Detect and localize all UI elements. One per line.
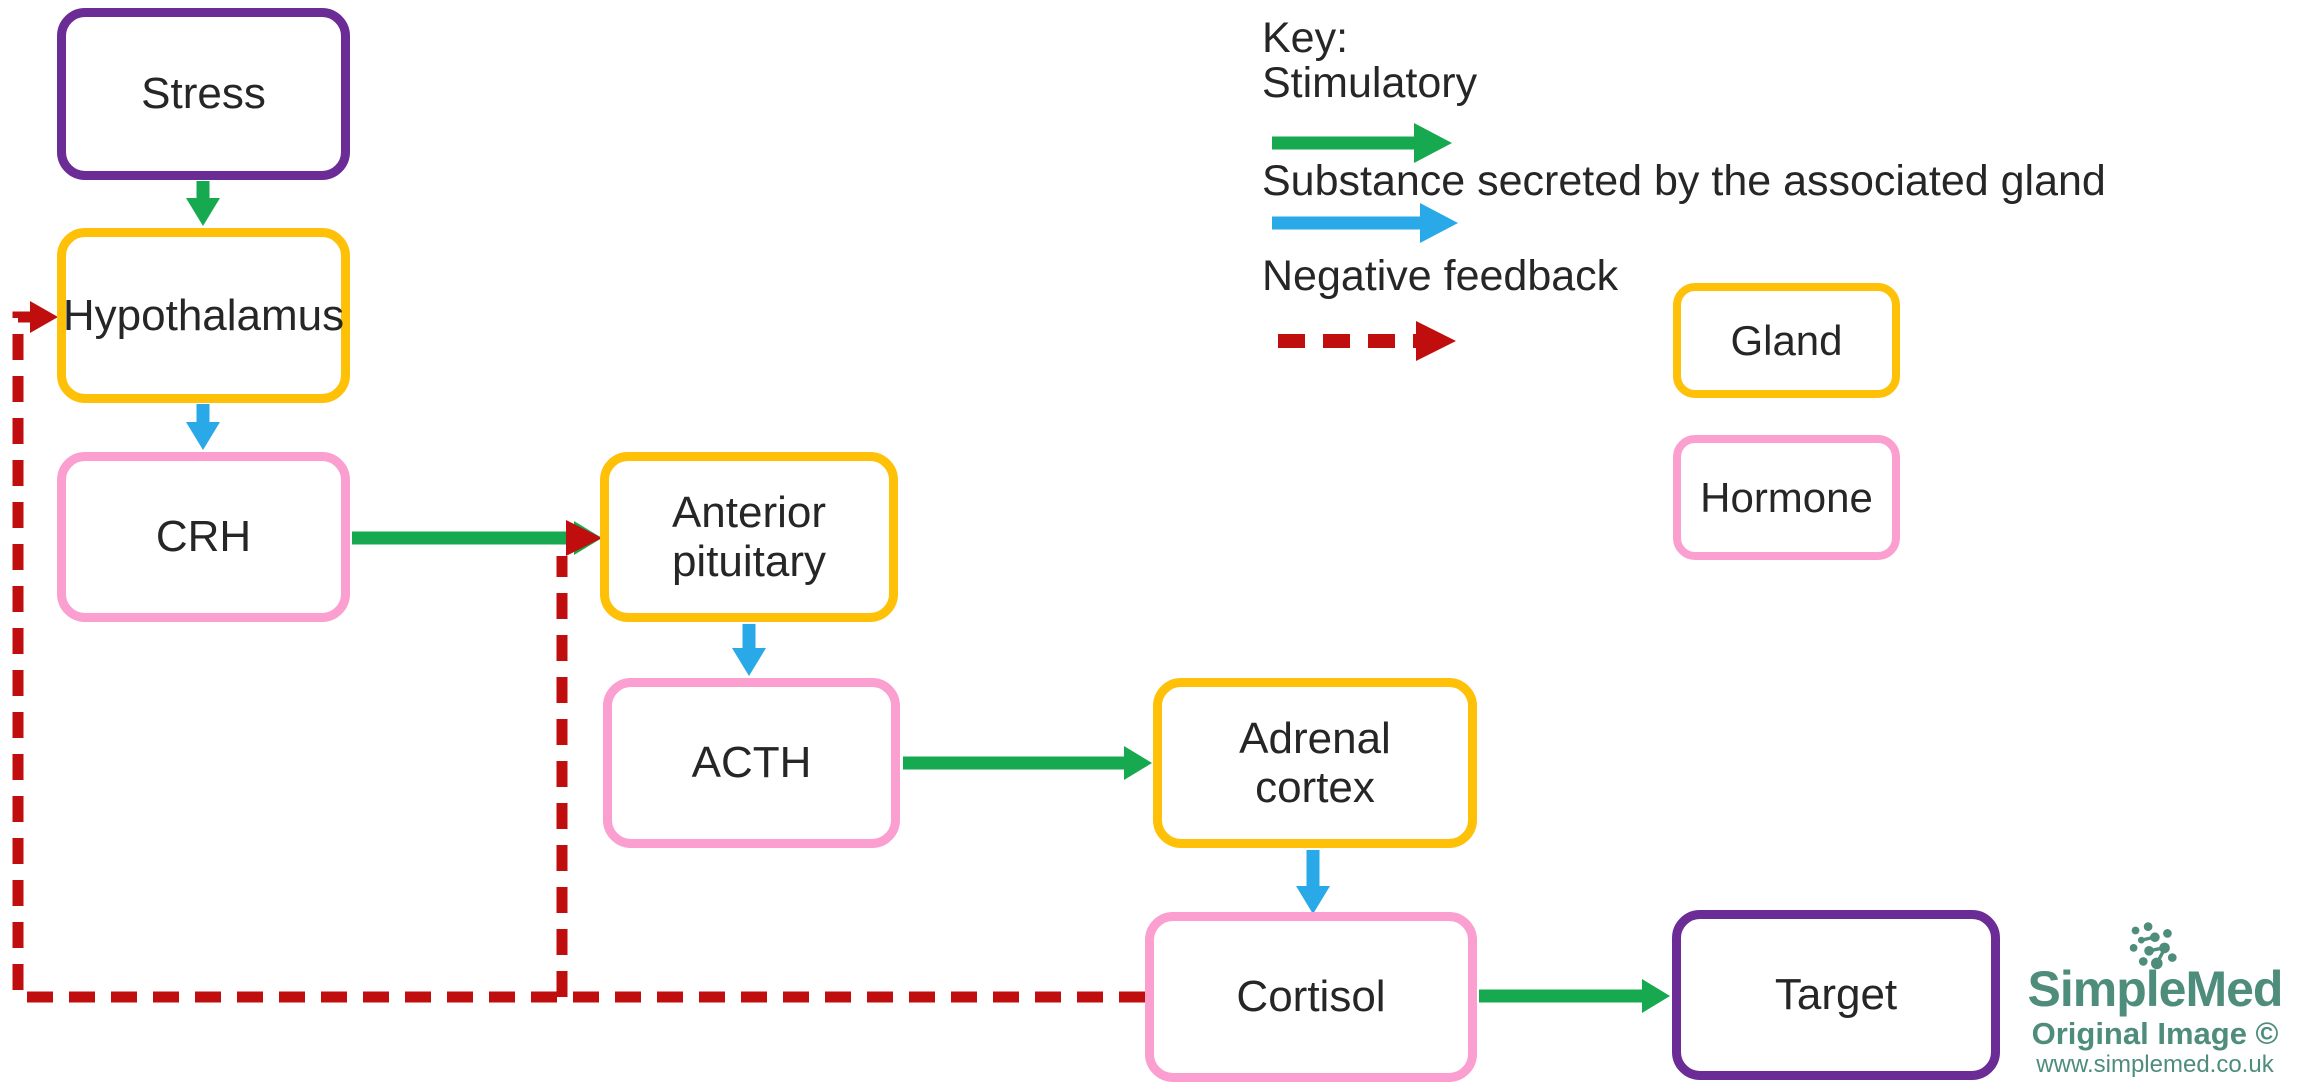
- key-gland-box: Gland: [1673, 283, 1900, 398]
- simplemed-url-text: www.simplemed.co.uk: [2036, 1051, 2274, 1078]
- simplemed-brand-text: SimpleMed: [2027, 961, 2284, 1017]
- key-label-negative-feedback: Negative feedback: [1262, 252, 1619, 300]
- secretion-arrow-adrenal-cortex-to-cortisol: [1296, 850, 1330, 914]
- stimulatory-arrow-stress-to-hypothalamus: [186, 181, 220, 226]
- key-gland-label: Gland: [1730, 316, 1843, 364]
- stimulatory-arrow-acth-to-adrenal-cortex: [903, 746, 1152, 780]
- simplemed-logo-icon: [2129, 922, 2177, 970]
- node-stress: Stress: [57, 8, 350, 180]
- key-secretion-arrow-sample: [1272, 203, 1458, 243]
- node-hypothalamus-label: Hypothalamus: [62, 290, 345, 340]
- node-cortisol-label: Cortisol: [1236, 972, 1386, 1022]
- node-crh: CRH: [57, 452, 350, 622]
- node-acth: ACTH: [603, 678, 900, 848]
- node-cortisol: Cortisol: [1145, 912, 1477, 1082]
- key-hormone-box: Hormone: [1673, 435, 1900, 560]
- node-hypothalamus: Hypothalamus: [57, 228, 350, 403]
- node-crh-label: CRH: [155, 512, 252, 562]
- stimulatory-arrow-cortisol-to-target: [1479, 979, 1670, 1013]
- key-stimulatory-arrow-sample: [1272, 123, 1452, 163]
- secretion-arrow-hypothalamus-to-crh: [186, 404, 220, 450]
- key-label-secretion: Substance secreted by the associated gla…: [1262, 157, 2106, 205]
- simplemed-original-image-text: Original Image ©: [2031, 1016, 2279, 1051]
- node-anterior-pituitary-label: Anterior pituitary: [671, 487, 827, 586]
- node-acth-label: ACTH: [691, 738, 812, 788]
- node-adrenal-cortex: Adrenal cortex: [1153, 678, 1477, 848]
- key-hormone-label: Hormone: [1700, 473, 1873, 521]
- node-adrenal-cortex-label: Adrenal cortex: [1239, 713, 1391, 812]
- secretion-arrow-anterior-pituitary-to-acth: [732, 624, 766, 676]
- node-anterior-pituitary: Anterior pituitary: [600, 452, 898, 622]
- key-label-stimulatory: Stimulatory: [1262, 59, 1478, 107]
- key-title: Key:: [1262, 14, 1349, 62]
- key-negative-feedback-arrow-sample: [1278, 321, 1456, 361]
- node-target: Target: [1672, 910, 2000, 1080]
- node-target-label: Target: [1774, 970, 1898, 1020]
- node-stress-label: Stress: [141, 69, 266, 119]
- stimulatory-arrow-crh-to-anterior-pituitary: [352, 521, 602, 555]
- negative-feedback-arrow-cortisol-to-hypothalamus: [12, 301, 1145, 1003]
- negative-feedback-arrow-cortisol-to-anterior-pituitary: [556, 520, 602, 997]
